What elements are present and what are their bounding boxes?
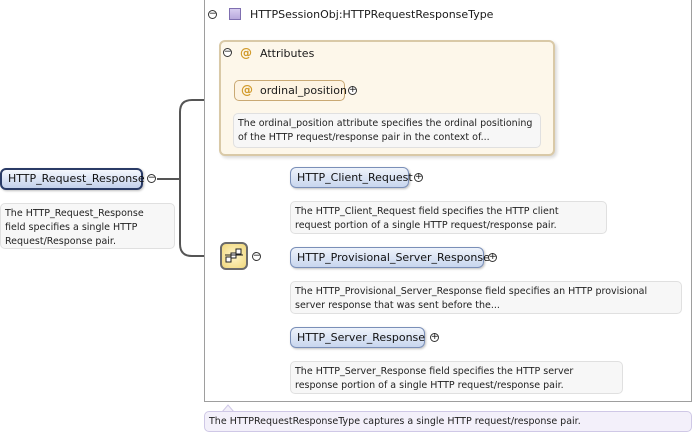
root-description-line2: field specifies a single HTTP xyxy=(5,222,138,233)
root-collapse-toggle[interactable]: − xyxy=(147,173,156,183)
attributes-icon: @ xyxy=(240,46,252,60)
attribute-expand-toggle[interactable]: + xyxy=(348,85,357,95)
root-element-http-request-response[interactable]: HTTP_Request_Response xyxy=(0,168,145,190)
element-http-provisional-server-response[interactable]: HTTP_Provisional_Server_Response xyxy=(290,247,490,268)
element-name: HTTP_Server_Response xyxy=(297,331,426,344)
element-expand-toggle[interactable]: + xyxy=(430,332,439,342)
element-description-line1: The HTTP_Provisional_Server_Response fie… xyxy=(295,286,648,297)
attribute-description: The ordinal_position attribute specifies… xyxy=(233,113,541,148)
element-expand-toggle[interactable]: + xyxy=(488,252,497,262)
type-description: The HTTPRequestResponseType captures a s… xyxy=(204,411,692,432)
root-description-line1: The HTTP_Request_Response xyxy=(5,208,144,219)
complex-type-icon xyxy=(229,8,241,20)
element-http-server-response[interactable]: HTTP_Server_Response xyxy=(290,327,425,348)
element-name: HTTP_Client_Request xyxy=(297,171,413,184)
attribute-description-line1: The ordinal_position attribute specifies… xyxy=(238,118,533,129)
element-description-line2: server response that was sent before the… xyxy=(295,300,500,311)
attributes-label: Attributes xyxy=(260,47,315,60)
element-description-line2: request portion of a single HTTP request… xyxy=(295,220,557,231)
attribute-ordinal-position[interactable]: @ ordinal_position xyxy=(234,80,347,101)
type-name: HTTPSessionObj:HTTPRequestResponseType xyxy=(250,8,494,21)
element-description: The HTTP_Client_Request field specifies … xyxy=(290,201,607,234)
attribute-icon: @ xyxy=(241,83,253,97)
sequence-collapse-toggle[interactable]: − xyxy=(252,251,261,261)
element-name: HTTP_Provisional_Server_Response xyxy=(297,251,490,264)
element-description-line1: The HTTP_Server_Response field specifies… xyxy=(295,366,574,377)
attribute-description-line2: of the HTTP request/response pair in the… xyxy=(238,132,490,143)
type-collapse-toggle[interactable]: − xyxy=(208,9,217,19)
element-description: The HTTP_Server_Response field specifies… xyxy=(290,361,623,394)
type-description-text: The HTTPRequestResponseType captures a s… xyxy=(209,416,581,427)
attribute-name: ordinal_position xyxy=(260,84,347,97)
root-element-name: HTTP_Request_Response xyxy=(8,172,145,185)
sequence-compositor[interactable] xyxy=(220,242,248,270)
element-description: The HTTP_Provisional_Server_Response fie… xyxy=(290,281,682,314)
element-http-client-request[interactable]: HTTP_Client_Request xyxy=(290,167,413,188)
sequence-icon xyxy=(225,248,243,263)
element-description-line1: The HTTP_Client_Request field specifies … xyxy=(295,206,559,217)
root-description-line3: Request/Response pair. xyxy=(5,236,116,247)
root-description: The HTTP_Request_Response field specifie… xyxy=(0,203,175,249)
element-description-line2: response portion of a single HTTP reques… xyxy=(295,380,564,391)
attributes-collapse-toggle[interactable]: − xyxy=(223,47,232,57)
element-expand-toggle[interactable]: + xyxy=(414,172,423,182)
